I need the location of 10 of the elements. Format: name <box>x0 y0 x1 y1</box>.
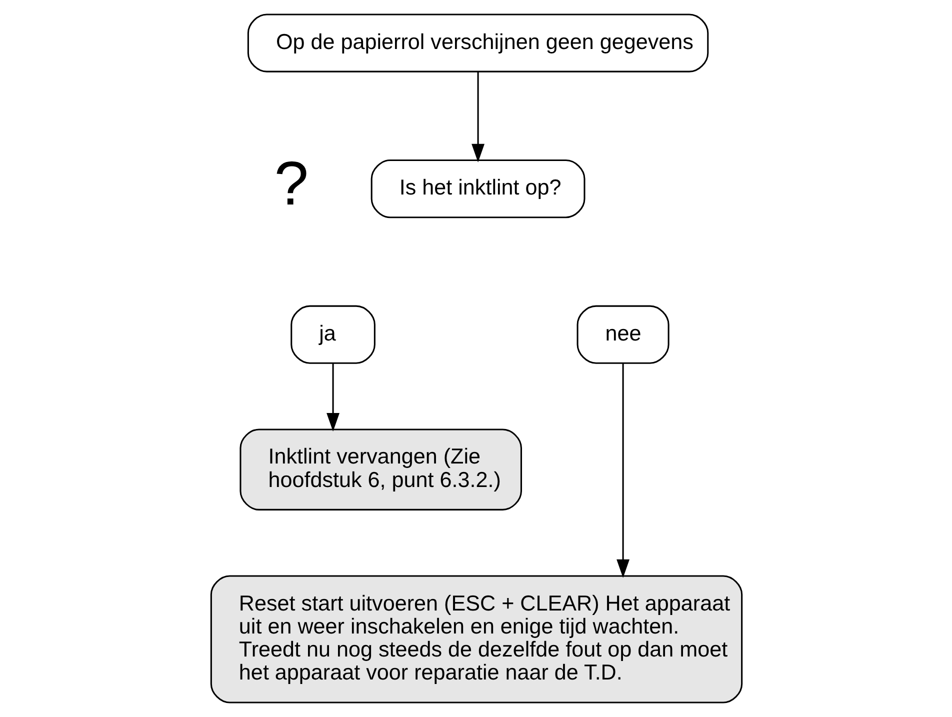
node-box: Is het inktlint op? <box>370 160 585 218</box>
node-box: Inktlint vervangen (Zie hoofdstuk 6, punt 6.3.2.) <box>239 428 522 510</box>
node-label: ? <box>274 149 308 218</box>
node-box: Op de papierrol verschijnen geen gegevens <box>246 14 708 72</box>
arrow <box>616 363 630 578</box>
node-box: Reset start uitvoeren (ESC + CLEAR) Het apparaat uit en weer inschakelen en enige tijd wachten. Treedt nu nog steeds de dezelfde fout op dan moet het apparaat voor reparatie naar de T.D. <box>210 575 742 704</box>
arrow <box>471 72 484 162</box>
arrow <box>326 363 340 432</box>
node-box: nee <box>576 305 669 364</box>
node-box: ja <box>290 305 375 364</box>
